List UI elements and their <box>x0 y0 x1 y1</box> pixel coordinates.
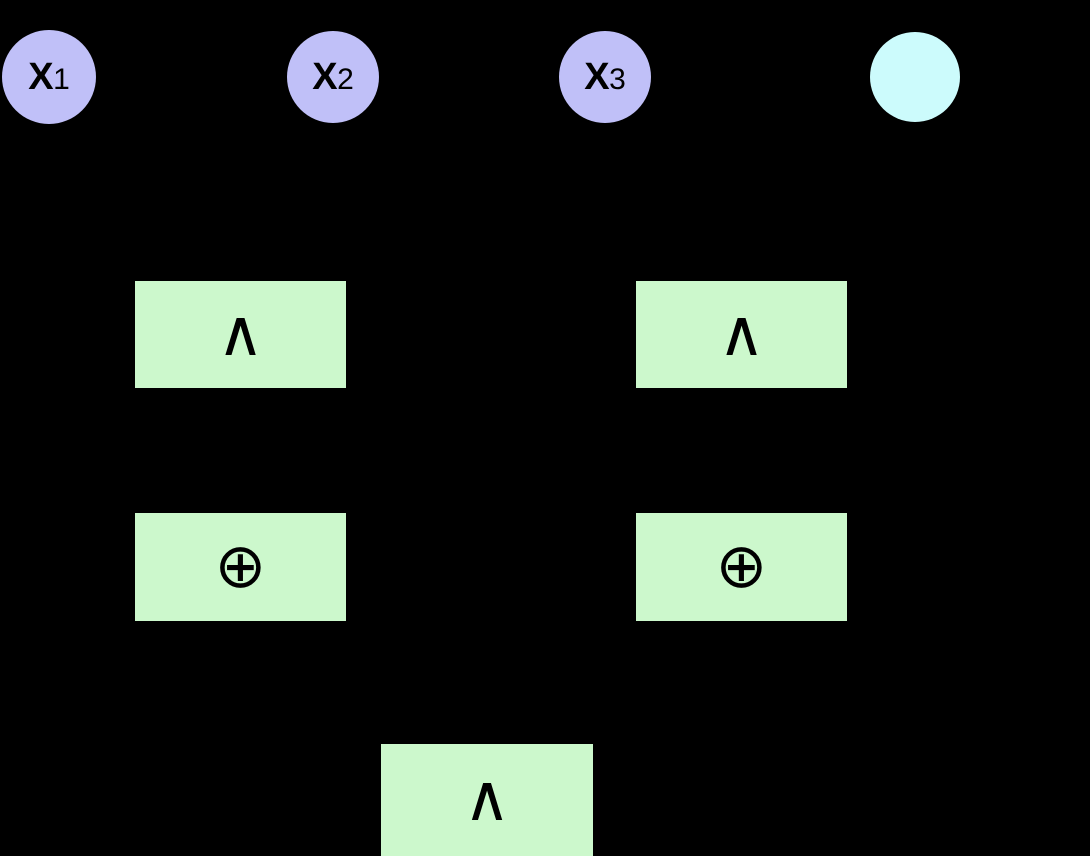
input-node-x2-label-subscript: 2 <box>337 63 354 96</box>
edge-xor-left-to-and-bottom <box>239 620 436 745</box>
logical-and-symbol: ∧ <box>463 762 511 836</box>
input-node-x3-label-subscript: 3 <box>609 63 626 96</box>
input-node-x3-label-base: X <box>584 56 610 98</box>
input-node-x1-label-base: X <box>28 56 54 98</box>
input-node-x3[interactable]: X3 <box>559 31 651 123</box>
gate-and-left[interactable]: ∧ <box>135 281 346 388</box>
input-node-x2-label-base: X <box>312 56 338 98</box>
edge-x2-to-and-left <box>289 122 334 282</box>
output-node[interactable] <box>870 32 960 122</box>
edge-x1-to-and-left <box>48 123 191 282</box>
input-node-x1-label: X1 <box>28 58 70 96</box>
input-node-x1[interactable]: X1 <box>2 30 96 124</box>
edge-x2-to-and-right <box>332 122 691 282</box>
edge-xor-right-to-and-bottom <box>539 620 742 745</box>
input-node-x1-label-subscript: 1 <box>53 63 70 96</box>
edge-x3-to-and-right <box>604 122 793 282</box>
exclusive-or-symbol: ⊕ <box>214 529 267 602</box>
logical-and-symbol: ∧ <box>217 296 264 371</box>
gate-xor-right[interactable]: ⊕ <box>636 513 847 621</box>
input-node-x3-label: X3 <box>584 58 626 96</box>
gate-xor-left[interactable]: ⊕ <box>135 513 346 621</box>
logical-and-symbol: ∧ <box>718 296 765 371</box>
exclusive-or-symbol: ⊕ <box>715 529 768 602</box>
input-node-x2-label: X2 <box>312 58 354 96</box>
input-node-x2[interactable]: X2 <box>287 31 379 123</box>
gate-and-bottom[interactable]: ∧ <box>381 744 593 856</box>
gate-and-right[interactable]: ∧ <box>636 281 847 388</box>
